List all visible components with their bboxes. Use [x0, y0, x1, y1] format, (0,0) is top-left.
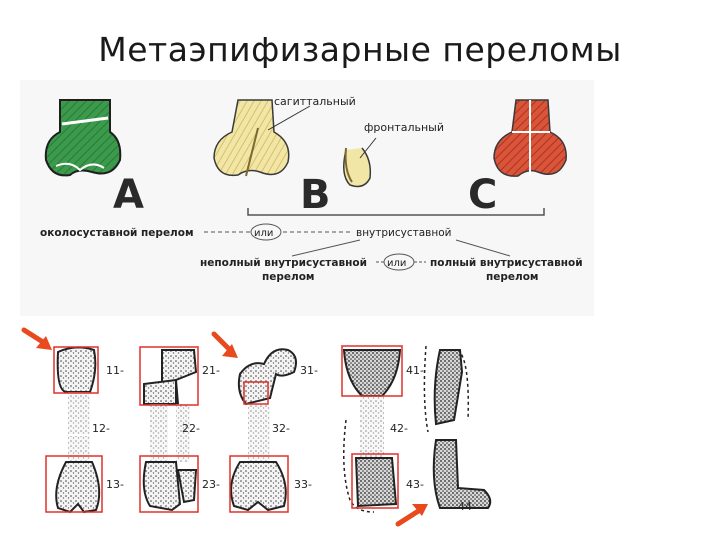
label-sagittal: сагиттальный	[274, 95, 356, 108]
label-extra-articular: околосуставной перелом	[40, 227, 194, 239]
segment-label-42: 42-	[390, 422, 408, 435]
bracket-line	[248, 208, 544, 215]
bone-type-b-frontal	[344, 148, 371, 186]
label-complete-line2: перелом	[486, 271, 539, 283]
label-intra-articular: внутрисуставной	[356, 227, 451, 239]
label-partial-line2: перелом	[262, 271, 315, 283]
arrow-indicator	[214, 334, 238, 358]
bone-fibula	[424, 346, 490, 508]
label-a: A	[113, 172, 144, 218]
segment-label-23: 23-	[202, 478, 220, 491]
segment-label-13: 13-	[106, 478, 124, 491]
label-c: C	[468, 172, 497, 218]
label-frontal: фронтальный	[364, 121, 444, 134]
segment-label-31: 31-	[300, 364, 318, 377]
segment-label-11: 11-	[106, 364, 124, 377]
label-complete-line1: полный внутрисуставной	[430, 257, 583, 269]
segment-label-43: 43-	[406, 478, 424, 491]
arrow-indicator	[398, 504, 428, 524]
bone-type-b-sagittal	[214, 100, 289, 176]
label-or-1: или	[254, 228, 273, 239]
segment-label-12: 12-	[92, 422, 110, 435]
label-b: B	[300, 172, 331, 218]
segment-label-22: 22-	[182, 422, 200, 435]
segment-label-41: 41-	[406, 364, 424, 377]
segment-label-33: 33-	[294, 478, 312, 491]
segment-label-32: 32-	[272, 422, 290, 435]
label-partial-line1: неполный внутрисуставной	[200, 257, 367, 269]
bone-type-a	[46, 100, 121, 175]
segment-label-21: 21-	[202, 364, 220, 377]
segment-label-44: 44-	[458, 500, 476, 513]
label-or-2: или	[387, 258, 406, 269]
bone-type-c	[494, 100, 566, 176]
arrow-indicator	[24, 330, 52, 350]
